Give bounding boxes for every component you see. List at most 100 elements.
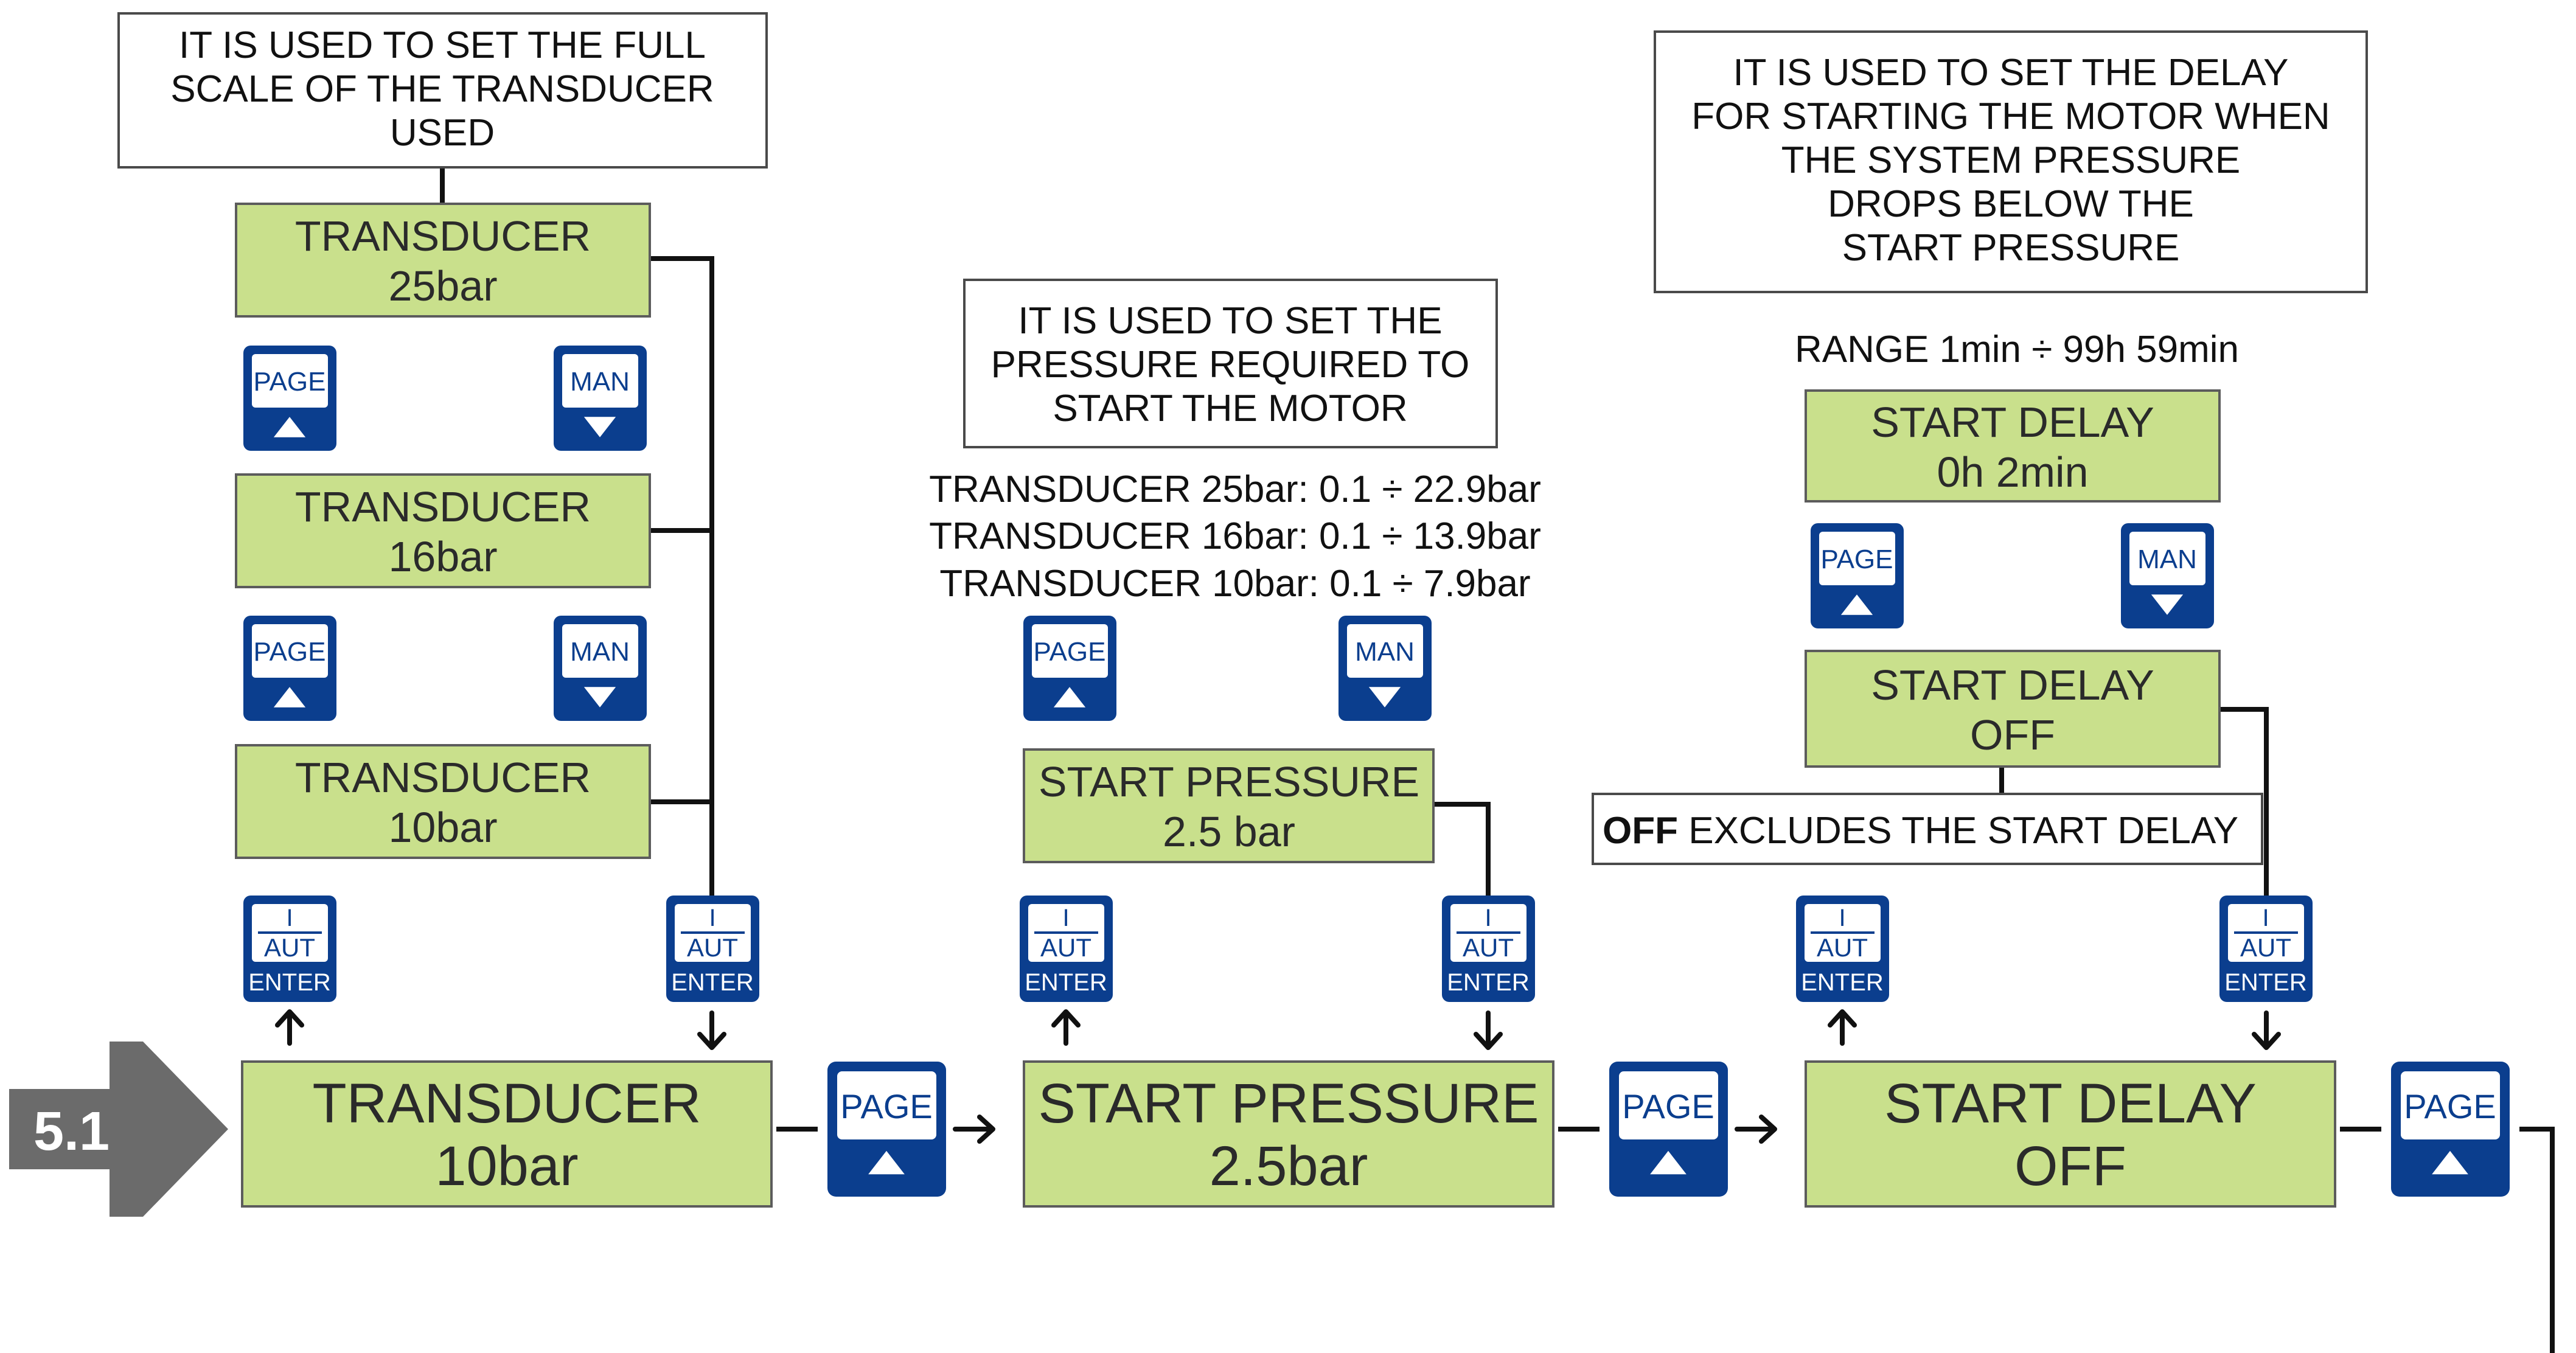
enter-button-4[interactable]: I AUT ENTER bbox=[1442, 896, 1535, 1002]
off-note: OFF EXCLUDES THE START DELAY bbox=[1592, 793, 2263, 865]
arrow-right-1 bbox=[953, 1115, 995, 1144]
lcd-main-start-delay-line-1: START DELAY bbox=[1884, 1073, 2257, 1135]
lcd-trans-16-line-2: 16bar bbox=[388, 533, 497, 580]
man-button-col2[interactable]: MAN bbox=[1338, 616, 1432, 721]
lcd-start-delay-time-line-2: 0h 2min bbox=[1937, 448, 2088, 496]
lcd-start-delay-time: START DELAY 0h 2min bbox=[1805, 389, 2221, 503]
lcd-main-transducer-line-2: 10bar bbox=[435, 1135, 578, 1197]
man-button-col1-a-label: MAN bbox=[570, 367, 630, 397]
pressure-range-line-1: TRANSDUCER 25bar: 0.1 ÷ 22.9bar bbox=[929, 468, 1541, 510]
page-button-col2[interactable]: PAGE bbox=[1023, 616, 1116, 721]
enter-button-6[interactable]: I AUT ENTER bbox=[2219, 896, 2313, 1002]
note-start-delay: IT IS USED TO SET THE DELAY FOR STARTING… bbox=[1654, 30, 2368, 293]
off-note-bold: OFF bbox=[1603, 810, 1678, 852]
page-button-main-1-label: PAGE bbox=[840, 1087, 932, 1125]
lcd-main-start-pressure-line-1: START PRESSURE bbox=[1038, 1073, 1539, 1135]
note-start-delay-line-4: DROPS BELOW THE bbox=[1828, 183, 2194, 225]
lcd-trans-16: TRANSDUCER 16bar bbox=[235, 473, 651, 588]
enter-button-1-top: I bbox=[286, 905, 293, 931]
man-button-col1-b[interactable]: MAN bbox=[554, 616, 647, 721]
off-note-text: EXCLUDES THE START DELAY bbox=[1678, 810, 2238, 852]
enter-button-2[interactable]: I AUT ENTER bbox=[666, 896, 759, 1002]
enter-button-1-mid: AUT bbox=[264, 933, 315, 962]
enter-button-2-top: I bbox=[709, 905, 715, 931]
lcd-start-pressure-option: START PRESSURE 2.5 bar bbox=[1023, 748, 1435, 863]
man-button-col3[interactable]: MAN bbox=[2121, 523, 2214, 628]
lcd-trans-10-line-1: TRANSDUCER bbox=[295, 754, 591, 801]
enter-button-5-top: I bbox=[1839, 905, 1845, 931]
enter-button-2-mid: AUT bbox=[687, 933, 738, 962]
pressure-range-line-3: TRANSDUCER 10bar: 0.1 ÷ 7.9bar bbox=[939, 563, 1530, 605]
page-button-col1-b[interactable]: PAGE bbox=[243, 616, 336, 721]
enter-button-3-bottom: ENTER bbox=[1025, 969, 1107, 996]
lcd-main-start-delay: START DELAY OFF bbox=[1805, 1060, 2336, 1208]
page-button-col1-a[interactable]: PAGE bbox=[243, 346, 336, 451]
enter-button-3-mid: AUT bbox=[1040, 933, 1091, 962]
note-transducer-line-2: SCALE OF THE TRANSDUCER bbox=[170, 68, 714, 110]
lcd-start-delay-off-line-2: OFF bbox=[1970, 711, 2055, 759]
enter-button-6-top: I bbox=[2262, 905, 2269, 931]
page-button-main-2[interactable]: PAGE bbox=[1609, 1062, 1728, 1197]
page-button-col1-a-label: PAGE bbox=[253, 367, 325, 397]
note-start-pressure-line-1: IT IS USED TO SET THE bbox=[1018, 300, 1442, 342]
arrow-up-3 bbox=[1828, 1009, 1857, 1046]
svg-text:OFF EXCLUDES THE START DELAY: OFF EXCLUDES THE START DELAY bbox=[1603, 810, 2238, 852]
arrow-down-1 bbox=[697, 1010, 726, 1050]
enter-button-4-top: I bbox=[1485, 905, 1491, 931]
step-arrow-shape bbox=[9, 1042, 228, 1217]
step-badge: 5.1 bbox=[9, 1042, 228, 1217]
note-start-pressure-line-2: PRESSURE REQUIRED TO bbox=[991, 344, 1470, 386]
enter-button-5-mid: AUT bbox=[1817, 933, 1868, 962]
note-start-pressure-line-3: START THE MOTOR bbox=[1053, 388, 1407, 430]
enter-button-1[interactable]: I AUT ENTER bbox=[243, 896, 336, 1002]
enter-button-5[interactable]: I AUT ENTER bbox=[1796, 896, 1889, 1002]
arrow-down-2 bbox=[1474, 1010, 1503, 1050]
note-start-delay-line-1: IT IS USED TO SET THE DELAY bbox=[1733, 52, 2288, 94]
note-start-delay-line-5: START PRESSURE bbox=[1842, 227, 2180, 269]
enter-button-4-mid: AUT bbox=[1463, 933, 1514, 962]
man-button-col1-b-label: MAN bbox=[570, 637, 630, 667]
lcd-trans-10-line-2: 10bar bbox=[388, 804, 497, 851]
enter-button-3-top: I bbox=[1062, 905, 1069, 931]
page-button-col2-label: PAGE bbox=[1033, 637, 1105, 667]
note-start-delay-line-2: FOR STARTING THE MOTOR WHEN bbox=[1691, 96, 2330, 137]
note-start-pressure: IT IS USED TO SET THE PRESSURE REQUIRED … bbox=[963, 279, 1498, 448]
arrow-up-2 bbox=[1051, 1009, 1081, 1046]
lcd-main-transducer-line-1: TRANSDUCER bbox=[313, 1073, 701, 1135]
note-start-delay-line-3: THE SYSTEM PRESSURE bbox=[1781, 139, 2240, 181]
lcd-start-delay-off-line-1: START DELAY bbox=[1871, 661, 2154, 709]
lcd-trans-25: TRANSDUCER 25bar bbox=[235, 203, 651, 318]
note-transducer-line-1: IT IS USED TO SET THE FULL bbox=[179, 24, 706, 66]
lcd-trans-25-line-1: TRANSDUCER bbox=[295, 212, 591, 260]
enter-button-2-bottom: ENTER bbox=[671, 969, 754, 996]
flow-arrows bbox=[275, 1009, 2281, 1144]
arrow-right-2 bbox=[1735, 1115, 1777, 1144]
page-button-main-3-label: PAGE bbox=[2404, 1087, 2496, 1125]
page-button-col3[interactable]: PAGE bbox=[1811, 523, 1904, 628]
lcd-main-start-pressure-line-2: 2.5bar bbox=[1210, 1135, 1368, 1197]
delay-range-text: RANGE 1min ÷ 99h 59min bbox=[1795, 329, 2239, 370]
step-badge-label: 5.1 bbox=[33, 1101, 110, 1162]
enter-button-4-bottom: ENTER bbox=[1447, 969, 1530, 996]
man-button-col3-label: MAN bbox=[2137, 544, 2197, 574]
lcd-start-delay-off: START DELAY OFF bbox=[1805, 650, 2221, 768]
lcd-start-pressure-option-line-2: 2.5 bar bbox=[1163, 808, 1295, 855]
lcd-main-start-pressure: START PRESSURE 2.5bar bbox=[1023, 1060, 1554, 1208]
page-button-main-1[interactable]: PAGE bbox=[827, 1062, 946, 1197]
lcd-start-pressure-option-line-1: START PRESSURE bbox=[1039, 758, 1419, 805]
page-button-col3-label: PAGE bbox=[1820, 544, 1893, 574]
enter-button-6-mid: AUT bbox=[2240, 933, 2291, 962]
enter-button-1-bottom: ENTER bbox=[248, 969, 331, 996]
enter-button-3[interactable]: I AUT ENTER bbox=[1020, 896, 1113, 1002]
lcd-trans-16-line-1: TRANSDUCER bbox=[295, 483, 591, 530]
man-button-col2-label: MAN bbox=[1355, 637, 1415, 667]
pressure-range-line-2: TRANSDUCER 16bar: 0.1 ÷ 13.9bar bbox=[929, 515, 1541, 557]
man-button-col1-a[interactable]: MAN bbox=[554, 346, 647, 451]
lcd-start-delay-time-line-1: START DELAY bbox=[1871, 398, 2154, 446]
arrow-up-1 bbox=[275, 1009, 304, 1046]
lcd-trans-10: TRANSDUCER 10bar bbox=[235, 744, 651, 859]
lcd-main-start-delay-line-2: OFF bbox=[2014, 1135, 2126, 1197]
page-button-main-2-label: PAGE bbox=[1622, 1087, 1714, 1125]
page-button-main-3[interactable]: PAGE bbox=[2391, 1062, 2510, 1197]
